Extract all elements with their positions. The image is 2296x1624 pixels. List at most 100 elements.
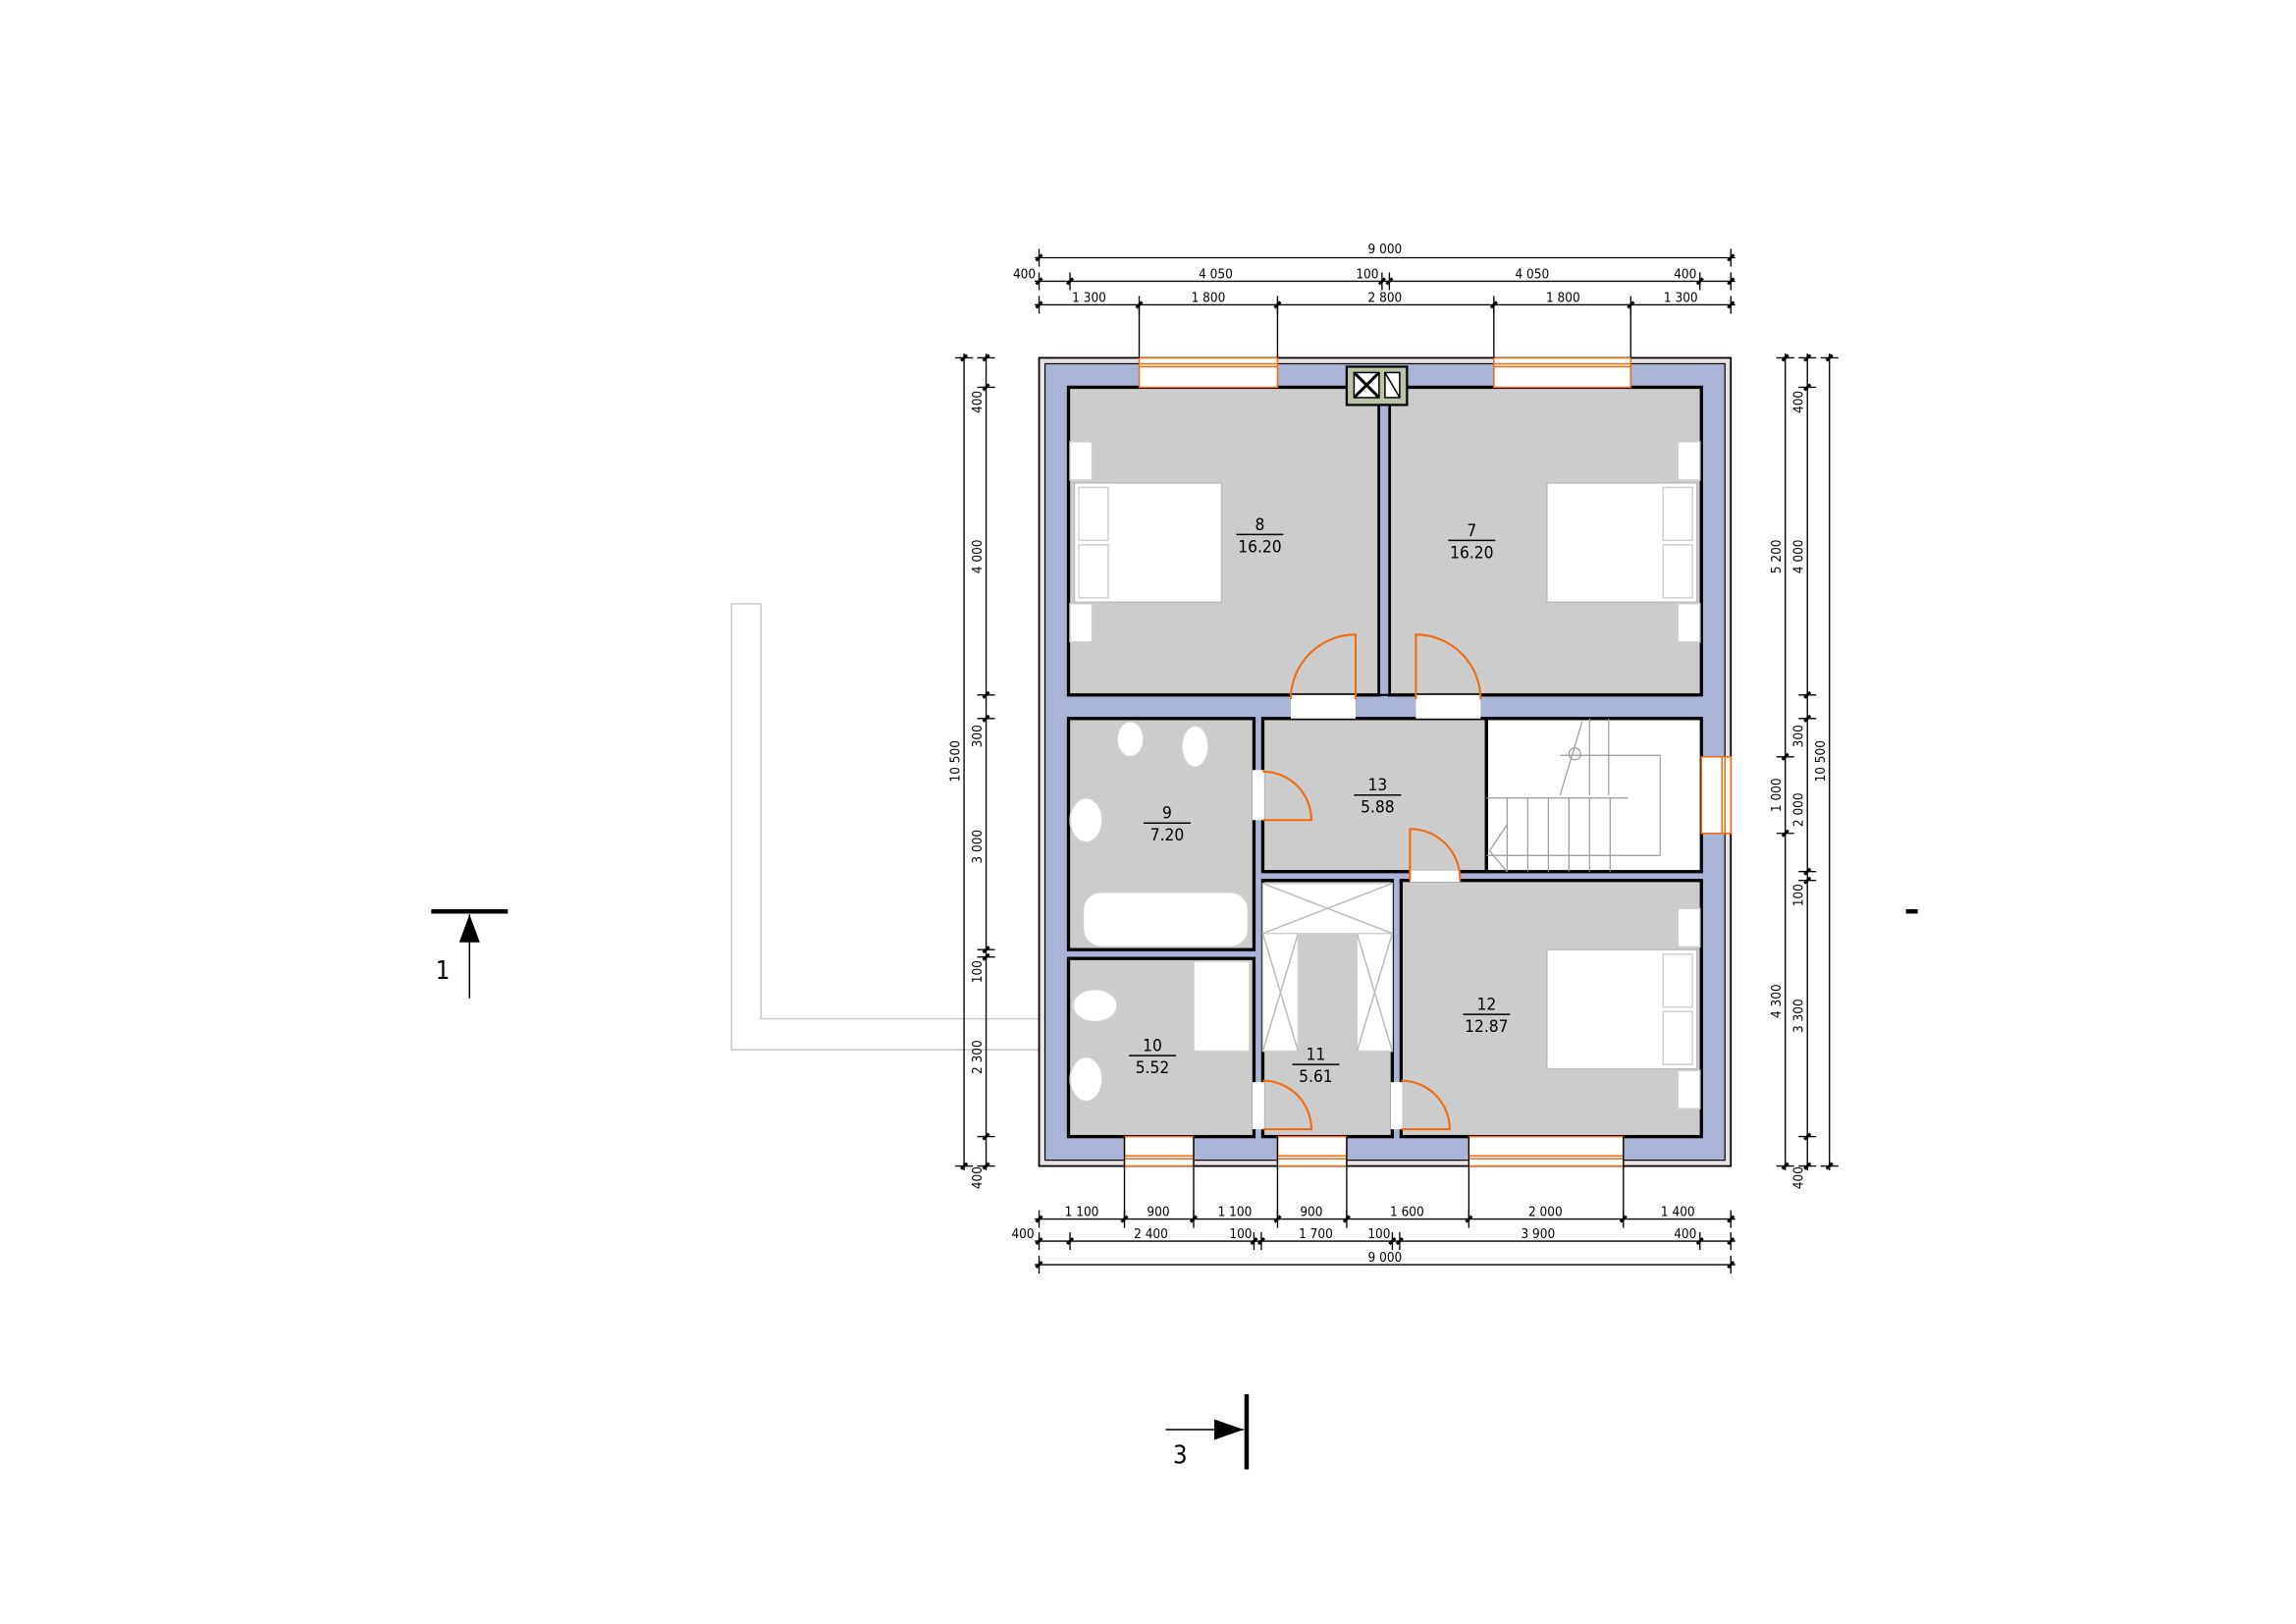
doors	[1262, 633, 1482, 1131]
dimension-label: 100	[1229, 1226, 1252, 1242]
dimension-label: 2 800	[1368, 290, 1403, 305]
dimension-label: 2 000	[1528, 1205, 1563, 1220]
room-number: 12	[1476, 996, 1496, 1015]
bathtub	[1082, 891, 1250, 947]
dimension-label: 4 300	[1769, 984, 1785, 1018]
section-marker-3: 3	[1165, 1393, 1250, 1470]
dimension-label: 400	[970, 1166, 986, 1189]
room-area: 5.61	[1299, 1067, 1333, 1087]
sink	[1069, 1056, 1103, 1103]
dimension-label: 1 800	[1546, 290, 1580, 305]
window	[1276, 1135, 1348, 1167]
nightstand	[1069, 441, 1094, 481]
dimension-label: 400	[970, 391, 986, 413]
dimension-label: 1 100	[1218, 1205, 1253, 1220]
dimension-label: 2 000	[1791, 792, 1807, 827]
shower	[1193, 960, 1251, 1053]
room-area: 16.20	[1450, 543, 1493, 563]
dimension-label: 1 300	[1072, 290, 1106, 305]
door-openings	[1252, 694, 1481, 1130]
dimension-label: 10 500	[1813, 740, 1829, 782]
room-area: 7.20	[1150, 826, 1185, 845]
bidet	[1116, 721, 1145, 758]
room-number: 11	[1307, 1046, 1326, 1065]
furniture	[1069, 441, 1701, 1110]
dimension-label: 300	[970, 725, 986, 747]
door-room-12-hall[interactable]	[1409, 828, 1462, 881]
nightstand	[1069, 603, 1094, 643]
toilet	[1072, 988, 1118, 1023]
dimension-label: 1 700	[1299, 1226, 1333, 1242]
dimension-label: 4 050	[1515, 266, 1549, 282]
dimension-label: 400	[1674, 266, 1696, 282]
arrow-up-icon	[458, 914, 480, 943]
dimension-label: 1 800	[1192, 290, 1226, 305]
room-number: 7	[1467, 521, 1476, 541]
room-label: 716.20	[1448, 521, 1496, 563]
window	[1700, 756, 1732, 835]
nightstand	[1677, 1069, 1701, 1110]
dimension-label: 400	[1674, 1226, 1696, 1242]
dimension-label: 300	[1791, 725, 1807, 747]
door-room-10[interactable]	[1262, 1079, 1312, 1131]
dimension-label: 1 400	[1661, 1205, 1695, 1220]
dimension-label: 100	[1367, 1226, 1390, 1242]
dimension-label: 400	[1011, 1226, 1034, 1242]
room-number: 13	[1368, 776, 1388, 795]
dimension-label: 4 050	[1199, 266, 1233, 282]
room-number: 8	[1255, 515, 1265, 535]
dimension-label: 4 000	[970, 540, 986, 574]
nightstand	[1677, 603, 1701, 643]
dimension-label: 100	[970, 960, 986, 983]
dimension-label: 1 100	[1065, 1205, 1099, 1220]
room-area: 16.20	[1238, 537, 1281, 557]
dimension-label: 10 500	[948, 740, 964, 782]
room-number: 10	[1143, 1037, 1162, 1056]
dimension-label: 4 000	[1791, 540, 1807, 574]
adjacent-outline	[730, 603, 1040, 1051]
room-number: 9	[1162, 804, 1172, 824]
nightstand	[1677, 441, 1701, 481]
dimension-label: 1 000	[1769, 778, 1785, 812]
dimension-label: 900	[1300, 1205, 1322, 1220]
dimension-label: 3 900	[1521, 1226, 1555, 1242]
stair-area	[1484, 717, 1703, 874]
room-label: 816.20	[1236, 515, 1284, 557]
room-label: 12 12.87	[1463, 996, 1511, 1037]
section-marker-1: 1	[431, 908, 508, 999]
staircase[interactable]	[1486, 718, 1661, 873]
room-label: 105.52	[1129, 1037, 1176, 1078]
window	[1493, 356, 1632, 389]
dimension-label: 3 000	[970, 830, 986, 864]
window	[1468, 1135, 1625, 1167]
dimension-label: 900	[1147, 1205, 1169, 1220]
dimension-label: 9 000	[1368, 242, 1403, 257]
door-room-7[interactable]	[1415, 633, 1482, 700]
arrow-right-icon	[1213, 1419, 1244, 1440]
door-room-12[interactable]	[1401, 1079, 1451, 1131]
window	[1123, 1135, 1195, 1167]
dimension-label: 9 000	[1368, 1250, 1403, 1266]
dimension-label: 100	[1356, 266, 1378, 282]
dimension-label: 5 200	[1769, 540, 1785, 574]
room-area: 5.52	[1136, 1058, 1170, 1078]
section-label: 1	[436, 956, 451, 986]
door-room-9[interactable]	[1262, 770, 1312, 822]
door-room-8[interactable]	[1289, 633, 1357, 700]
dimension-label: 1 300	[1664, 290, 1698, 305]
sink	[1069, 797, 1103, 843]
dimension-label: 400	[1013, 266, 1036, 282]
dimension-label: 2 400	[1134, 1226, 1168, 1242]
dimension-label: 2 300	[970, 1040, 986, 1074]
dimension-label: 1 600	[1390, 1205, 1424, 1220]
window	[1138, 356, 1279, 389]
room-area: 12.87	[1465, 1017, 1508, 1037]
dimension-label: 3 300	[1791, 999, 1807, 1033]
toilet	[1181, 725, 1209, 769]
nightstand	[1677, 907, 1701, 947]
dimension-label: 400	[1791, 1166, 1807, 1189]
dimension-label: 400	[1791, 391, 1807, 413]
section-label: 3	[1173, 1440, 1188, 1470]
room-label: 135.88	[1354, 776, 1402, 818]
